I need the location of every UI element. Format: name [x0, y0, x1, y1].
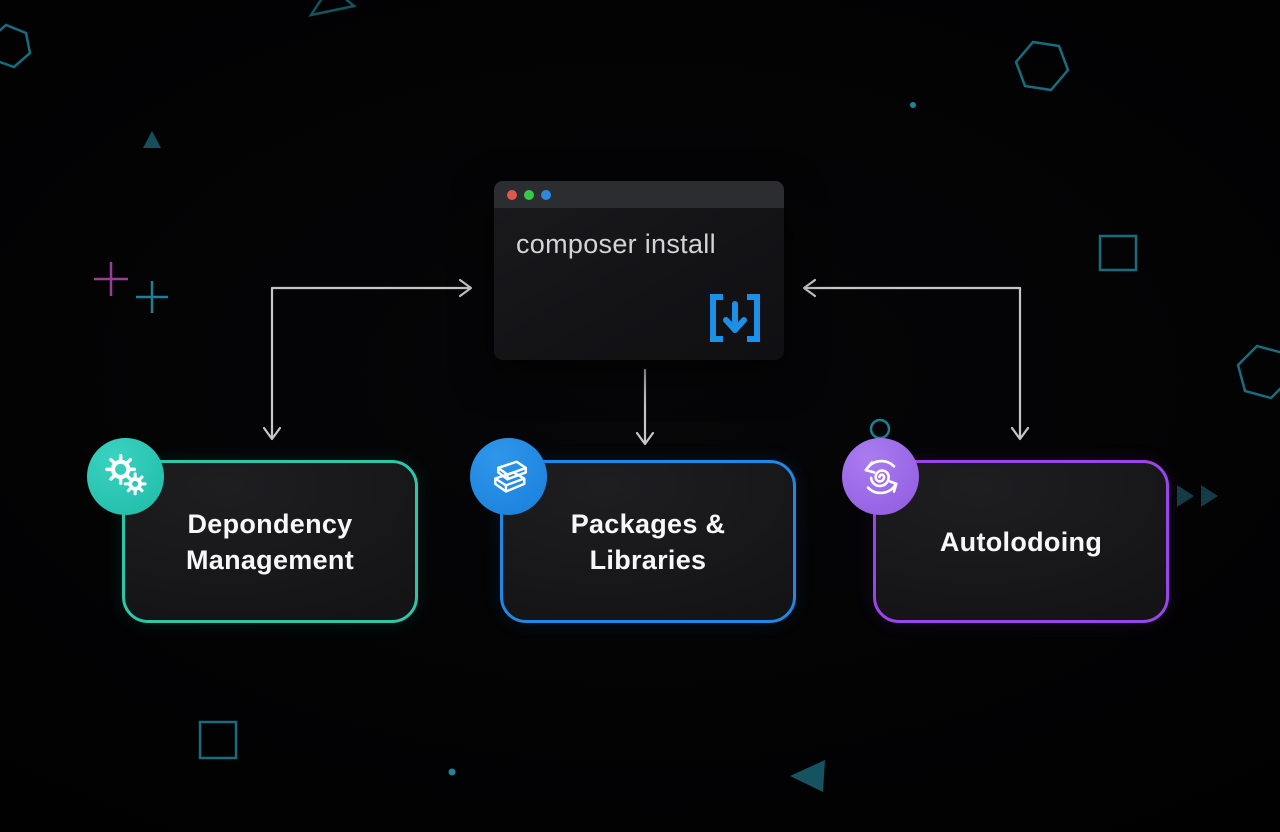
- terminal-titlebar: [494, 181, 784, 208]
- card-autoloading: Autolodoing: [873, 460, 1169, 623]
- hexagon-outline-icon: [0, 23, 32, 69]
- minimize-dot-icon: [524, 190, 534, 200]
- card-packages-libraries: Packages & Libraries: [500, 460, 796, 623]
- card-dependency-management: Depondency Management: [122, 460, 418, 623]
- sync-spiral-icon: [842, 438, 919, 515]
- maximize-dot-icon: [541, 190, 551, 200]
- books-stack-icon: [470, 438, 547, 515]
- teal-plus-icon: [136, 281, 168, 313]
- triangle-icon: [790, 760, 825, 792]
- magenta-plus-icon: [94, 262, 128, 296]
- terminal-window: composer install: [494, 181, 784, 360]
- teal-dot: [910, 102, 916, 108]
- close-dot-icon: [507, 190, 517, 200]
- bracket-download-icon: [710, 294, 760, 342]
- teal-dot: [448, 768, 456, 776]
- card-title: Depondency Management: [185, 508, 355, 575]
- square-outline-icon: [1098, 234, 1138, 272]
- gears-icon: [87, 438, 164, 515]
- arrow-left-elbow: [262, 278, 473, 441]
- hexagon-outline-icon: [1236, 344, 1280, 400]
- card-title: Packages & Libraries: [570, 508, 726, 575]
- partial-triangle-outline-icon: [308, 0, 357, 17]
- square-outline-icon: [198, 720, 238, 760]
- triangle-icon: [143, 131, 161, 148]
- arrow-center-down: [635, 368, 655, 446]
- terminal-command-text: composer install: [516, 229, 716, 259]
- card-title: Autolodoing: [939, 526, 1103, 557]
- arrow-right-elbow: [802, 278, 1030, 441]
- hexagon-outline-icon: [1014, 40, 1070, 92]
